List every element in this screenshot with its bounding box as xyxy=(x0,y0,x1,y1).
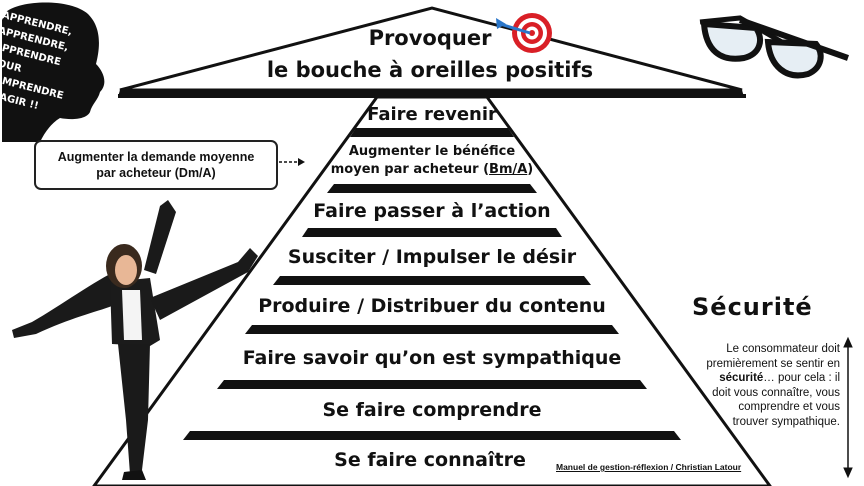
level-augmenter-benefice-line1: Augmenter le bénéfice xyxy=(348,144,516,159)
scale-arrow xyxy=(843,336,853,479)
level-augmenter-benefice: Augmenter le bénéfice moyen par acheteur… xyxy=(320,140,544,182)
securite-description-part1: Le consommateur doit premièrement se sen… xyxy=(706,343,840,370)
level-susciter-desir: Susciter / Impulser le désir xyxy=(287,246,577,268)
securite-title: Sécurité xyxy=(692,293,813,321)
level-se-faire-comprendre: Se faire comprendre xyxy=(322,399,542,421)
level-produire-contenu: Produire / Distribuer du contenu xyxy=(258,294,606,317)
callout-arrow xyxy=(279,158,305,166)
securite-description-keyword: sécurité xyxy=(719,372,764,384)
pyramid-tiers xyxy=(183,128,681,440)
level-se-faire-connaitre: Se faire connaître xyxy=(334,449,526,471)
securite-description: Le consommateur doit premièrement se sen… xyxy=(700,342,840,429)
callout-line2: par acheteur (Dm/A) xyxy=(96,166,216,180)
callout-demande-moyenne: Augmenter la demande moyenne par acheteu… xyxy=(34,140,278,190)
callout-line1: Augmenter la demande moyenne xyxy=(57,150,255,164)
credit-line: Manuel de gestion-réflexion / Christian … xyxy=(556,462,742,472)
glasses-icon xyxy=(699,15,849,79)
level-faire-savoir-sympathique: Faire savoir qu’on est sympathique xyxy=(242,347,622,369)
securite-description-part2: … pour cela : il doit vous connaître, vo… xyxy=(712,372,840,428)
businesswoman-figure xyxy=(12,200,258,480)
head-silhouette-icon xyxy=(2,2,105,142)
pyramid-roof xyxy=(118,6,746,98)
level-faire-revenir: Faire revenir xyxy=(367,103,497,125)
roof-title-line1: Provoquer xyxy=(368,26,492,50)
target-icon xyxy=(496,13,552,53)
roof-title-line2: le bouche à oreilles positifs xyxy=(266,58,594,82)
level-faire-passer-action: Faire passer à l’action xyxy=(313,200,551,222)
level-augmenter-benefice-line2: moyen par acheteur (Bm/A) xyxy=(330,162,534,177)
